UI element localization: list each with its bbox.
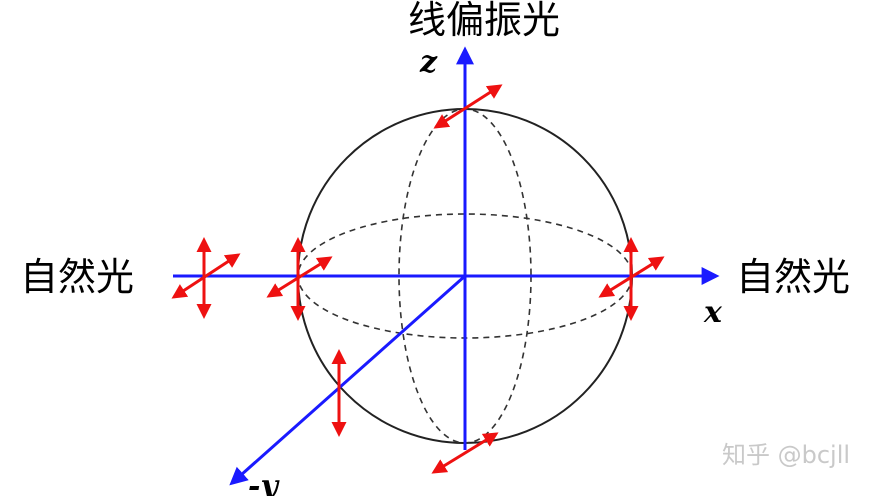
natural-light-marker-sphere-right xyxy=(598,237,665,321)
left-label: 自然光 xyxy=(20,255,134,299)
y-axis-label: -y xyxy=(248,469,280,496)
polarization-markers xyxy=(171,84,665,474)
watermark: 知乎 @bcjll xyxy=(722,441,850,469)
natural-light-marker-sphere-left xyxy=(266,237,333,321)
title-label: 线偏振光 xyxy=(408,0,560,42)
linear-polarization-marker-bottom xyxy=(431,432,499,474)
z-axis-label: z xyxy=(419,45,438,80)
y-axis xyxy=(229,274,466,486)
x-axis-label: x xyxy=(703,295,723,330)
linear-polarization-marker-top xyxy=(433,84,503,129)
natural-light-marker-left xyxy=(171,237,241,319)
right-label: 自然光 xyxy=(736,255,850,299)
